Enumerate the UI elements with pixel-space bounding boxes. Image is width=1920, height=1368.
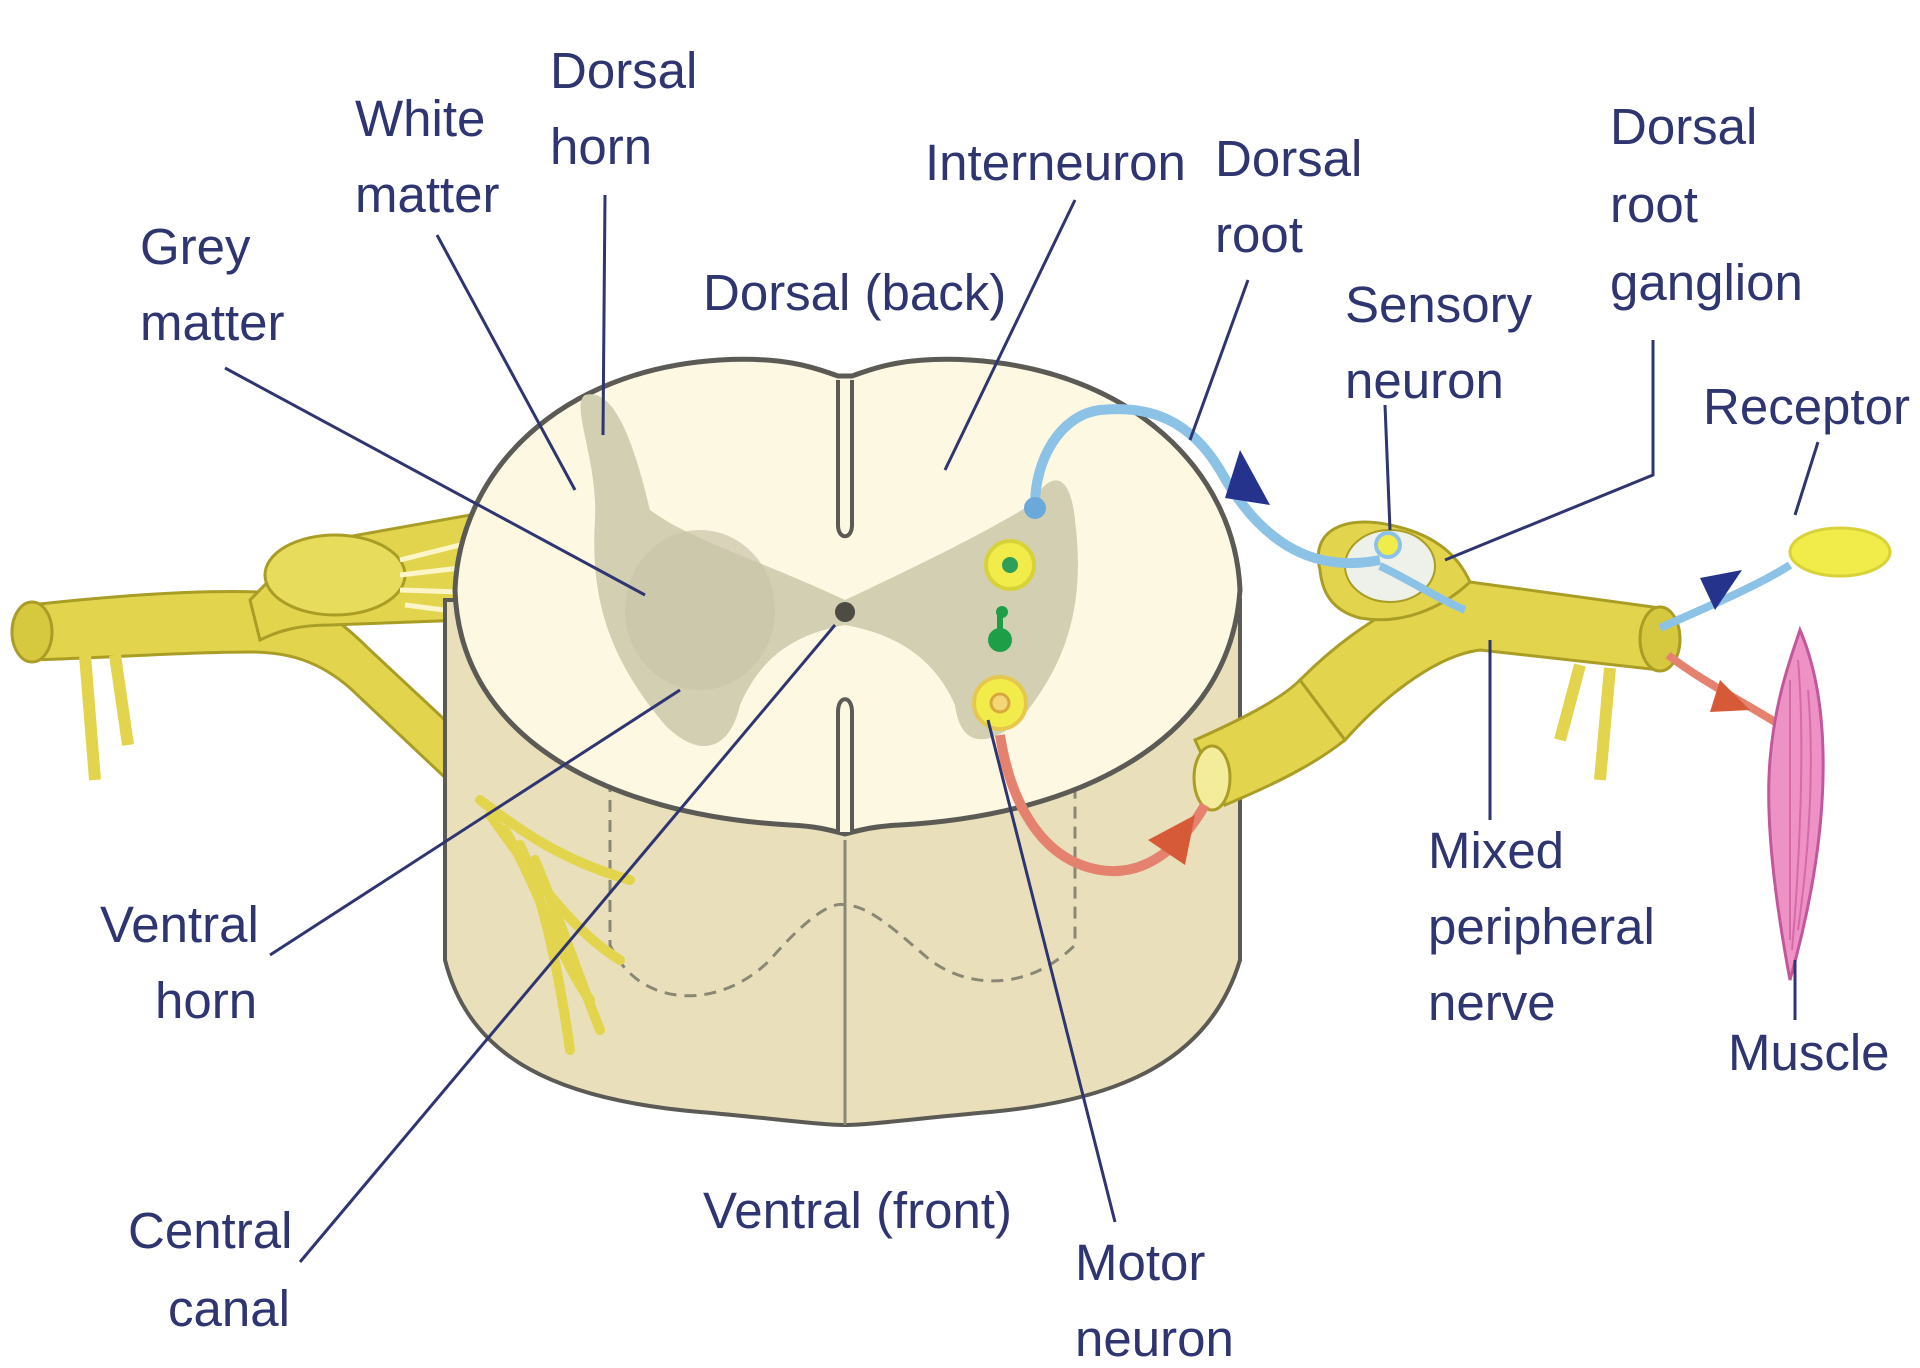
label-ventral-front: Ventral (front) xyxy=(703,1182,1012,1239)
label-dorsal-back: Dorsal (back) xyxy=(703,264,1006,321)
sensory-arrow-upper xyxy=(1225,450,1270,505)
muscle xyxy=(1769,630,1823,980)
right-spinal-nerve xyxy=(1194,522,1680,810)
label-dorsal-root-ganglion: Dorsal root ganglion xyxy=(1610,98,1803,311)
label-grey-matter: Grey matter xyxy=(140,218,285,351)
label-motor-neuron: Motor neuron xyxy=(1075,1234,1234,1367)
label-receptor: Receptor xyxy=(1703,378,1910,435)
receptor xyxy=(1790,528,1890,576)
label-sensory-neuron: Sensory neuron xyxy=(1345,276,1546,409)
label-mixed-peripheral-nerve: Mixed peripheral nerve xyxy=(1428,822,1669,1031)
label-white-matter: White matter xyxy=(355,90,500,223)
central-canal-dot xyxy=(835,602,855,622)
label-ventral-horn: Ventral horn xyxy=(100,896,273,1029)
label-interneuron: Interneuron xyxy=(925,134,1186,191)
label-dorsal-horn: Dorsal horn xyxy=(550,42,712,175)
label-dorsal-root: Dorsal root xyxy=(1215,130,1377,263)
sensory-neuron-cell-body xyxy=(1376,533,1400,557)
label-central-canal: Central canal xyxy=(128,1202,307,1337)
label-muscle: Muscle xyxy=(1728,1024,1890,1081)
